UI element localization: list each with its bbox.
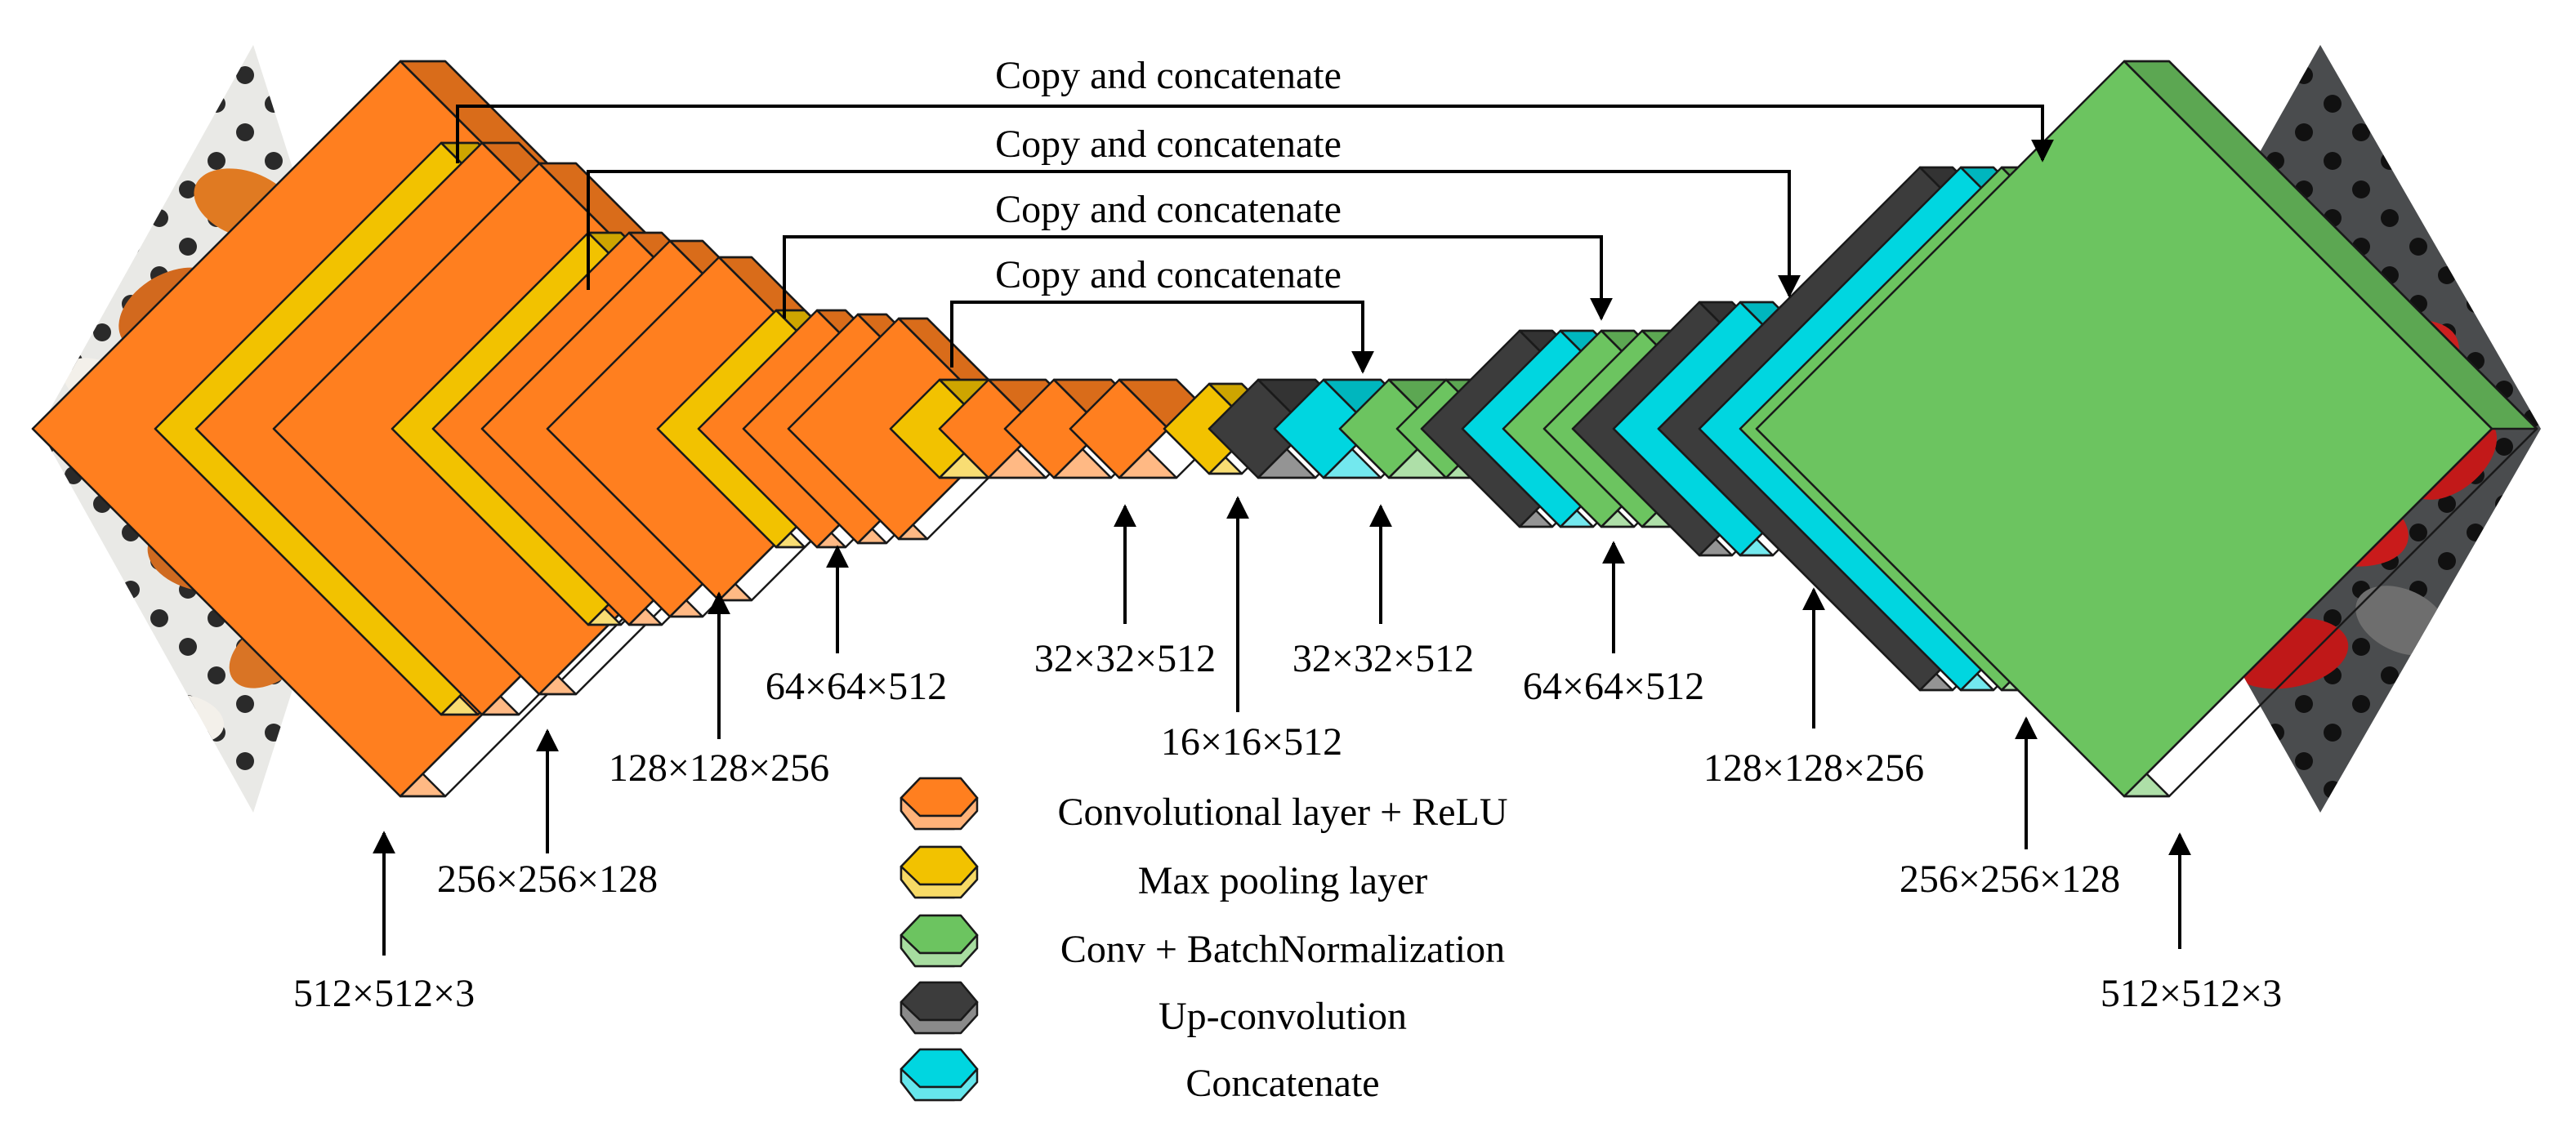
skip-connection-3 <box>783 235 1613 321</box>
skip-connection-2 <box>587 170 1801 298</box>
skip-connection-1 <box>456 105 2054 163</box>
legend-icons <box>900 777 979 1102</box>
dim-label-dec-256: 256×256×128 <box>1900 858 2120 901</box>
legend-icon-concat <box>900 1048 979 1102</box>
skip-label-4: Copy and concatenate <box>995 253 1342 296</box>
dim-label-bottleneck-16: 16×16×512 <box>1161 720 1342 764</box>
legend-icon-up-conv <box>900 981 979 1035</box>
legend-icon-conv-relu <box>900 777 979 831</box>
dim-label-out-512: 512×512×3 <box>2101 972 2282 1015</box>
dim-label-dec-64: 64×64×512 <box>1523 665 1704 708</box>
dim-label-enc-32: 32×32×512 <box>1034 637 1216 680</box>
skip-connections <box>456 105 2054 374</box>
dim-label-dec-128: 128×128×256 <box>1703 746 1924 790</box>
legend-label-max-pool: Max pooling layer <box>1138 859 1428 902</box>
skip-label-3: Copy and concatenate <box>995 188 1342 231</box>
skip-label-1: Copy and concatenate <box>995 54 1342 97</box>
network-blocks <box>31 60 2538 798</box>
skip-label-2: Copy and concatenate <box>995 123 1342 166</box>
legend-label-concat: Concatenate <box>1185 1062 1379 1105</box>
legend-icon-conv-bn <box>900 914 979 968</box>
dim-label-in-512: 512×512×3 <box>293 972 475 1015</box>
skip-connection-4 <box>950 301 1374 374</box>
legend-label-up-conv: Up-convolution <box>1159 995 1407 1038</box>
dim-label-dec-32: 32×32×512 <box>1292 637 1474 680</box>
legend-label-conv-bn: Conv + BatchNormalization <box>1060 928 1505 971</box>
legend-icon-max-pool <box>900 845 979 899</box>
legend-label-conv-relu: Convolutional layer + ReLU <box>1058 791 1508 834</box>
dim-label-enc-64: 64×64×512 <box>766 665 947 708</box>
block-34-conv-bn <box>1755 60 2538 798</box>
dim-label-enc-128: 128×128×256 <box>609 746 829 790</box>
dimension-arrows <box>373 496 2191 956</box>
dim-label-enc-256: 256×256×128 <box>437 858 658 901</box>
